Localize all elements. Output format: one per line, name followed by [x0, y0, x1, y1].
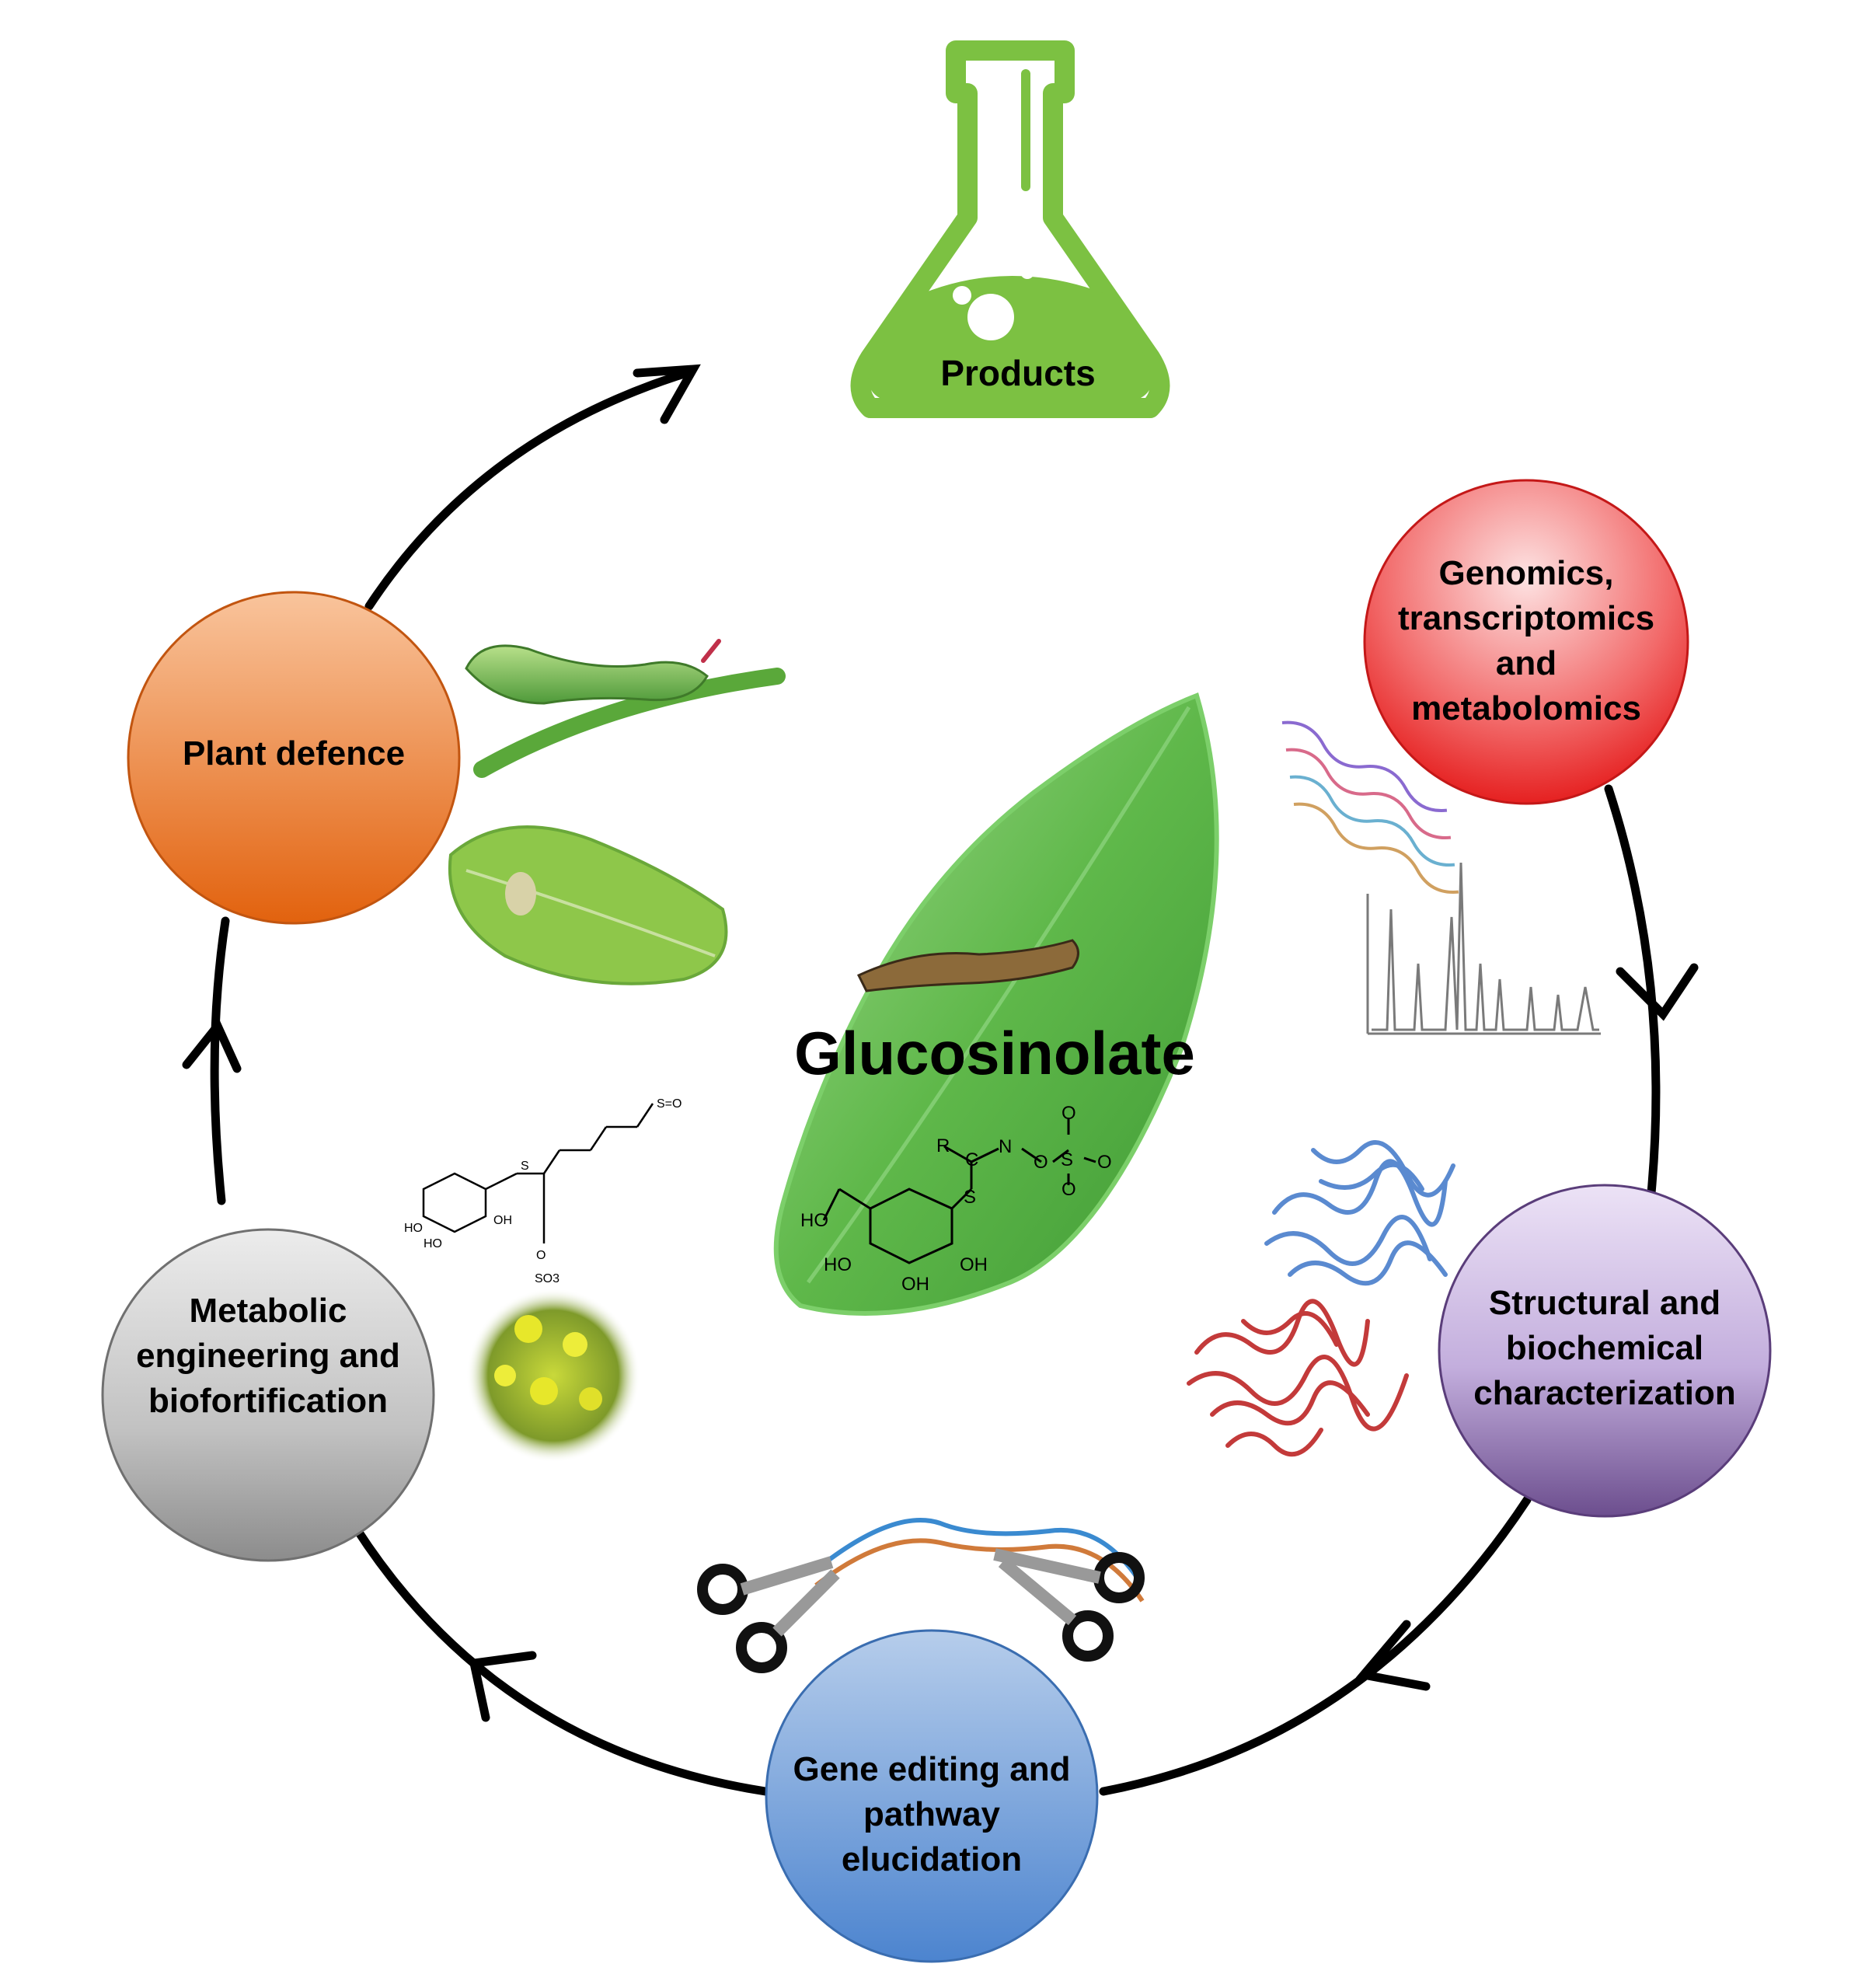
- central-leaf-illustration: [773, 692, 1219, 1316]
- node-metabolic-line-2: engineering and: [136, 1337, 400, 1375]
- center-molecule-structure: [822, 1119, 1096, 1264]
- node-metabolic-line-1: Metabolic: [189, 1292, 347, 1330]
- sulforaphane-atoms: HO HO OH S S=O O SO3: [404, 1097, 682, 1285]
- svg-text:O: O: [1097, 1152, 1112, 1173]
- arc-gene-to-metabolic: [341, 1507, 770, 1796]
- node-genomics-line-4: metabolomics: [1411, 689, 1641, 727]
- svg-text:HO: HO: [800, 1210, 828, 1231]
- node-genomics: [1363, 479, 1689, 805]
- node-gene-editing: [765, 1629, 1099, 1963]
- rna-strands-illustration: [1281, 720, 1459, 895]
- svg-text:S: S: [964, 1187, 976, 1208]
- svg-text:OH: OH: [901, 1274, 929, 1295]
- svg-text:S: S: [521, 1160, 529, 1173]
- node-gene-editing-line-1: Gene editing and: [793, 1750, 1071, 1788]
- node-metabolic-line-3: biofortification: [148, 1382, 388, 1420]
- arrowhead-structural-to-gene: [1355, 1620, 1431, 1691]
- node-structural-line-2: biochemical: [1505, 1329, 1704, 1367]
- svg-text:S: S: [1061, 1149, 1073, 1170]
- svg-text:O: O: [536, 1249, 546, 1262]
- arc-structural-to-gene: [1099, 1495, 1532, 1796]
- node-plant-defence: [127, 591, 461, 925]
- products-flask-icon: [850, 40, 1170, 418]
- svg-text:R: R: [936, 1135, 950, 1156]
- node-structural-line-1: Structural and: [1488, 1284, 1721, 1322]
- svg-text:N: N: [999, 1136, 1012, 1157]
- scissors-right-icon: [993, 1548, 1145, 1662]
- svg-text:S=O: S=O: [657, 1097, 682, 1111]
- chromatogram-illustration: [1366, 862, 1601, 1035]
- node-genomics-line-2: transcriptomics: [1397, 599, 1655, 637]
- svg-text:C: C: [965, 1149, 978, 1170]
- center-molecule-atoms: R C N O S O O O S HO HO OH OH: [800, 1103, 1112, 1295]
- yellow-flowers-illustration: [466, 1289, 640, 1463]
- node-structural-label: Structural and biochemical characterizat…: [1441, 1259, 1768, 1438]
- arrowhead-metabolic-to-defence: [182, 1017, 242, 1073]
- arrowhead-gene-to-metabolic: [469, 1651, 537, 1722]
- svg-text:OH: OH: [493, 1214, 512, 1227]
- node-genomics-line-3: and: [1495, 644, 1557, 682]
- svg-text:HO: HO: [404, 1222, 423, 1235]
- arc-metabolic-to-defence: [210, 916, 230, 1205]
- arc-genomics-to-structural: [1604, 784, 1661, 1198]
- node-structural-line-3: characterization: [1473, 1374, 1736, 1412]
- node-metabolic: [101, 1228, 435, 1562]
- arc-defence-to-products: [364, 367, 696, 611]
- protein-structure-red-illustration: [1187, 1299, 1409, 1457]
- svg-text:SO3: SO3: [535, 1272, 560, 1285]
- caterpillar-on-blade-illustration: [465, 639, 786, 778]
- node-metabolic-label: Metabolic engineering and biofortificati…: [105, 1267, 431, 1446]
- center-title: Glucosinolate: [794, 1018, 1195, 1087]
- node-gene-editing-line-3: elucidation: [841, 1840, 1023, 1878]
- node-gene-editing-line-2: pathway: [863, 1795, 1001, 1833]
- damaged-leaf-illustration: [448, 825, 728, 985]
- products-label: Products: [940, 353, 1096, 393]
- scissors-left-icon: [697, 1556, 840, 1673]
- node-plant-defence-label: Plant defence: [138, 715, 449, 793]
- svg-text:O: O: [1034, 1152, 1048, 1173]
- node-genomics-label: Genomics, transcriptomics and metabolomi…: [1371, 528, 1682, 754]
- svg-text:O: O: [1061, 1103, 1076, 1124]
- arrowhead-defence-to-products: [633, 364, 701, 424]
- cycle-arrows: [182, 364, 1699, 1796]
- caterpillar-on-leaf-icon: [856, 939, 1079, 992]
- svg-text:HO: HO: [824, 1254, 852, 1275]
- node-structural: [1438, 1184, 1772, 1518]
- svg-text:OH: OH: [960, 1254, 988, 1275]
- node-gene-editing-label: Gene editing and pathway elucidation: [769, 1725, 1095, 1904]
- protein-structure-blue-illustration: [1264, 1140, 1455, 1286]
- arrowhead-genomics-to-structural: [1616, 963, 1699, 1021]
- dna-scissors-illustration: [697, 1518, 1145, 1673]
- node-plant-defence-line-1: Plant defence: [182, 734, 406, 773]
- sulforaphane-structure: [422, 1103, 654, 1243]
- svg-text:HO: HO: [424, 1237, 442, 1250]
- node-genomics-line-1: Genomics,: [1438, 554, 1614, 592]
- svg-text:O: O: [1061, 1179, 1076, 1200]
